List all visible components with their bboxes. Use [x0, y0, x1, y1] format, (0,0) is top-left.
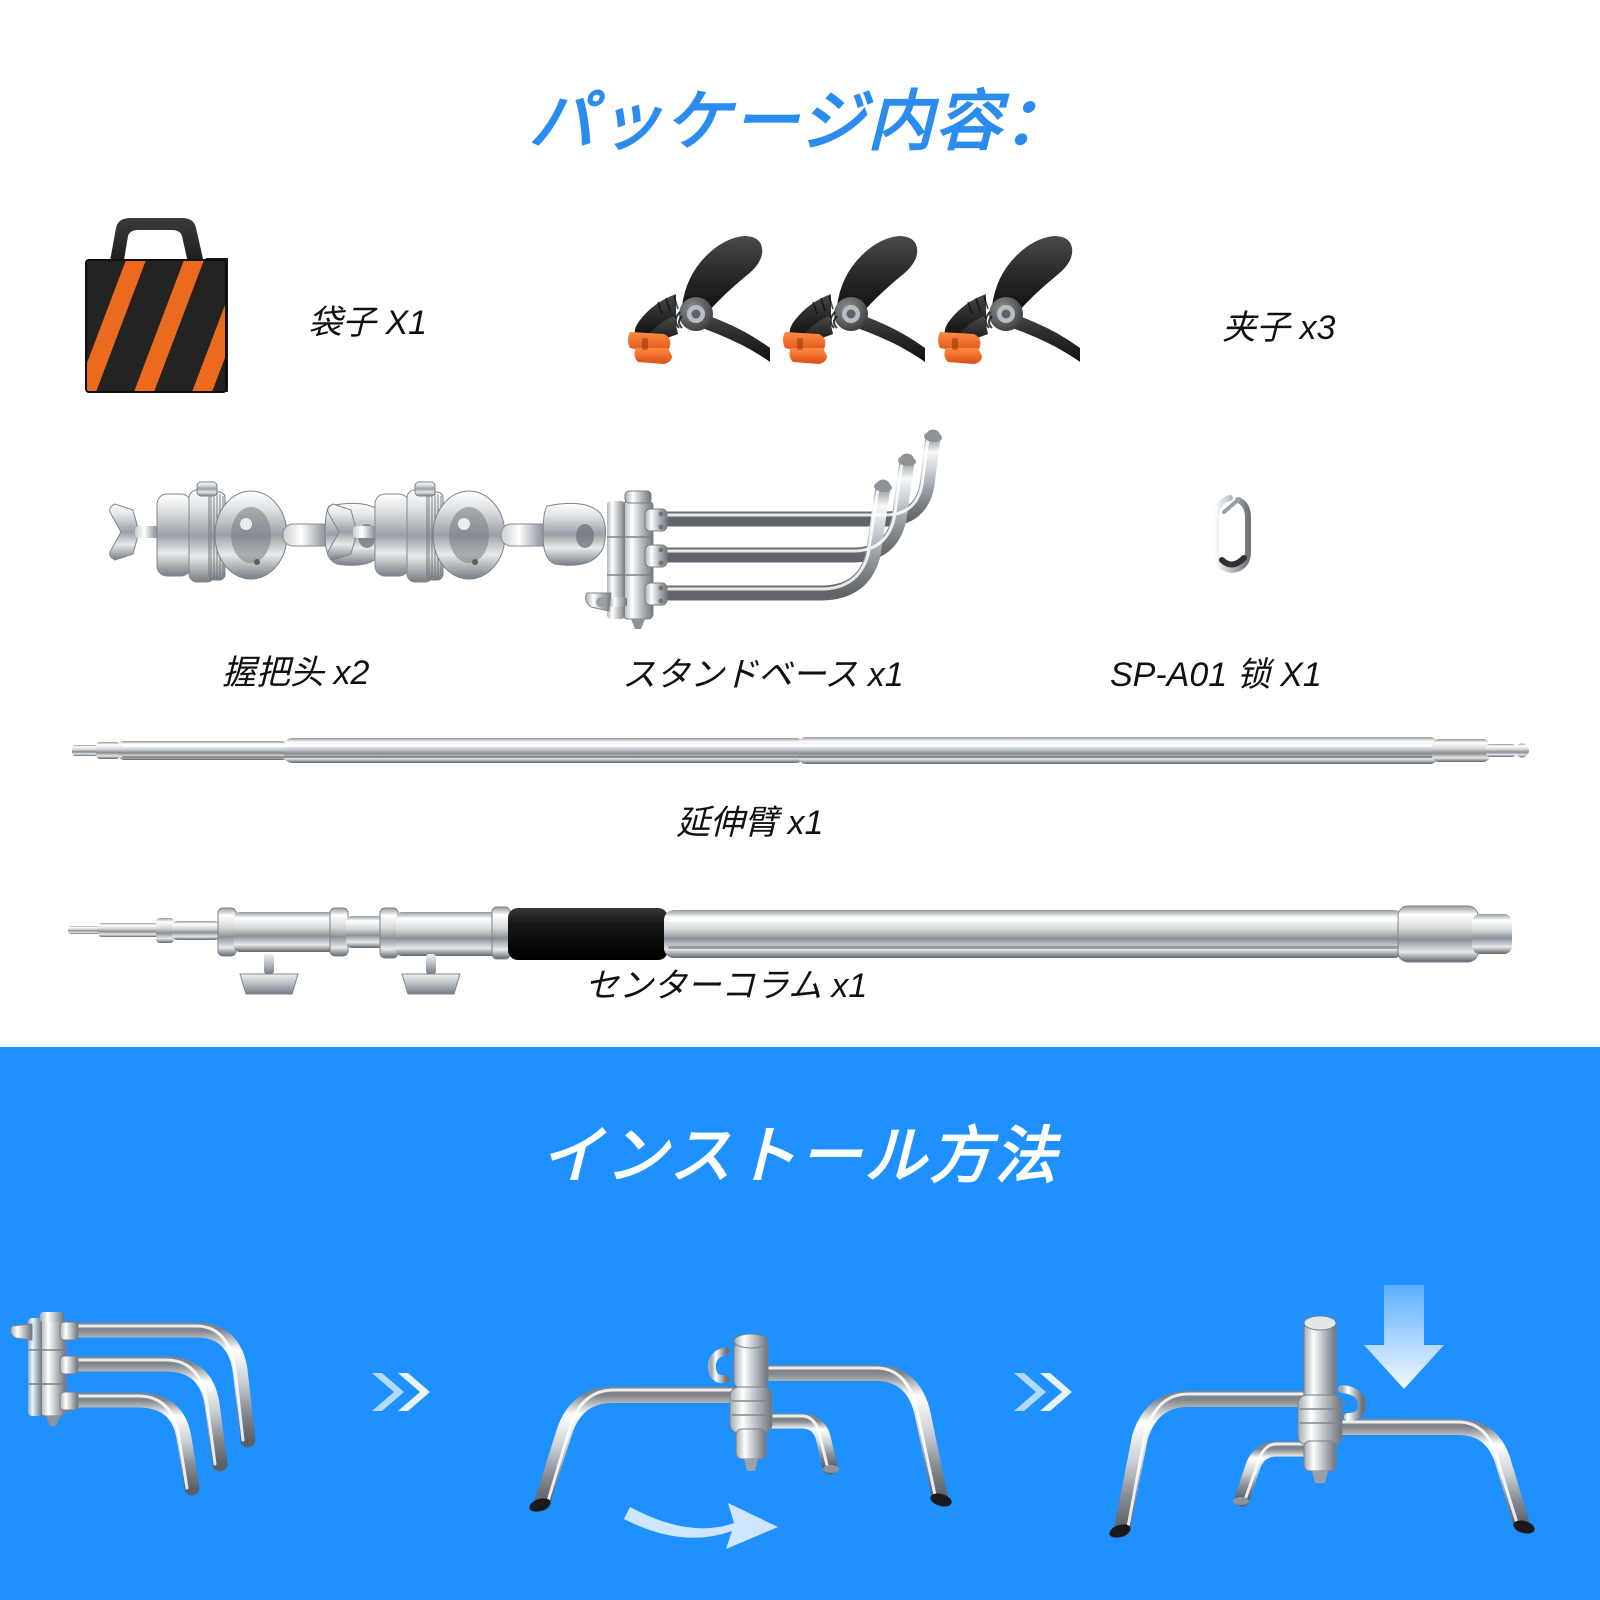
installation-title: インストール方法 [540, 1122, 1060, 1191]
item-label-center-column: センターコラム x1 [585, 967, 868, 1005]
column-mounted-icon [1090, 1277, 1560, 1577]
item-label-sandbag: 袋子 X1 [308, 304, 428, 342]
item-label-stand-base: スタンドベース x1 [622, 656, 904, 694]
double-chevron-right-icon [368, 1369, 434, 1415]
curved-rotate-arrow-icon [624, 1503, 778, 1549]
extension-arm-icon [72, 728, 1532, 774]
carabiner-icon [1208, 492, 1258, 577]
package-title: パッケージ内容： [528, 84, 1072, 158]
sandbag-icon [78, 212, 253, 393]
package-contents-section: パッケージ内容： [68, 84, 1532, 1005]
installation-section: インストール方法 [0, 1047, 1600, 1600]
item-label-grip-heads: 握把头 x2 [222, 654, 370, 692]
item-label-extension-arm: 延伸臂 x1 [676, 804, 824, 842]
grip-head-icon [105, 480, 607, 605]
item-label-sp-a01-lock: SP-A01 锁 X1 [1110, 656, 1322, 694]
center-column-icon [68, 890, 1518, 1005]
legs-spread-icon [520, 1295, 990, 1575]
item-label-clamps: 夹子 x3 [1222, 309, 1336, 347]
double-chevron-right-icon-2 [1010, 1369, 1076, 1415]
stand-base-icon [585, 415, 1055, 630]
down-arrow-icon [1364, 1285, 1444, 1389]
legs-folded-icon [10, 1312, 370, 1562]
spring-clamp-icon [620, 228, 1120, 368]
